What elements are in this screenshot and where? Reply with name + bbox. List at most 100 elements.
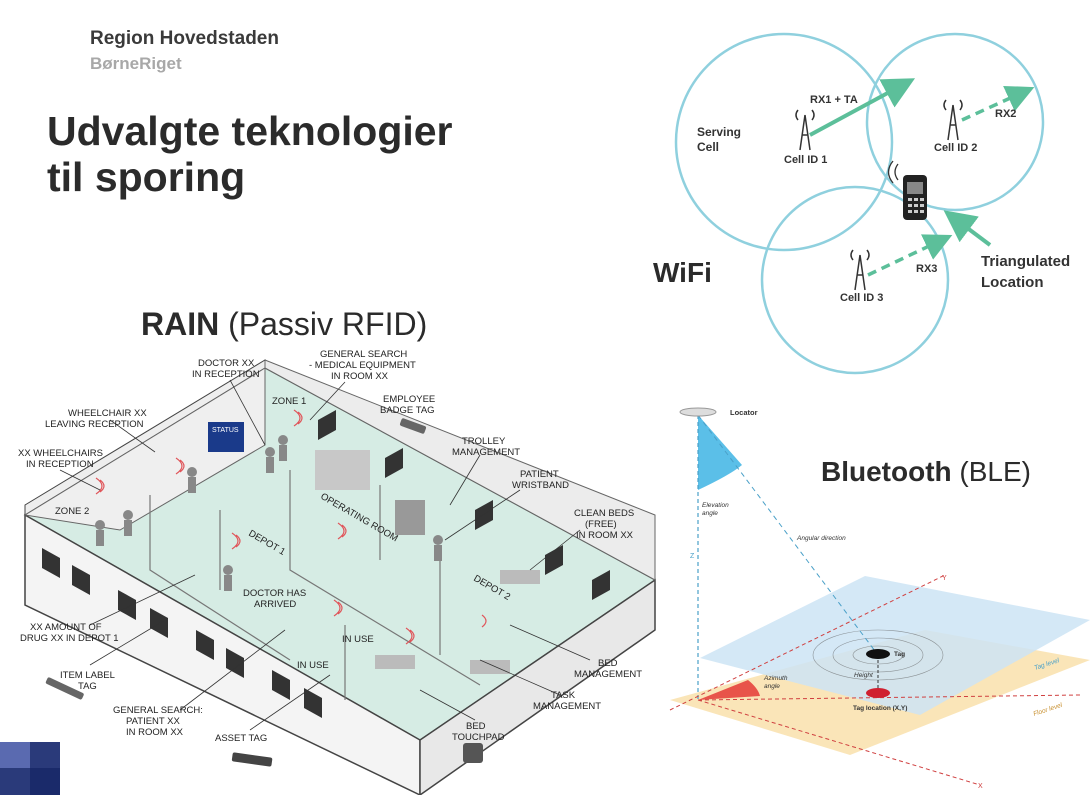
- cell-tower-3-icon: [850, 249, 870, 291]
- y-axis: [669, 574, 946, 711]
- callout-wheelchair-leaving-1: WHEELCHAIR XX: [68, 408, 147, 419]
- azimuth-reference-line: [697, 694, 1081, 701]
- tag-label: Tag: [894, 651, 905, 658]
- right-back-wall: [264, 359, 656, 581]
- wifi-triangulation-diagram: Serving Cell RX1 + TA RX2 RX3 Cell ID 1 …: [674, 32, 1070, 375]
- tag-location-label: Tag location (X,Y): [853, 705, 907, 712]
- cell-id-3-label: Cell ID 3: [840, 292, 883, 304]
- side-windows: [318, 410, 610, 600]
- azimuth-angle-wedge: [698, 680, 760, 700]
- rfid-signal-waves: [95, 409, 487, 645]
- callout-employee-1: EMPLOYEE: [383, 394, 435, 405]
- elevation-label-2: angle: [702, 510, 718, 517]
- tag-level-plane: [700, 576, 1090, 715]
- rx1-arrow: [809, 78, 916, 137]
- tag-location-icon: [866, 688, 890, 698]
- x-axis-label: X: [978, 783, 983, 790]
- callout-in-use-2: IN USE: [297, 660, 329, 671]
- callout-item-label-1: ITEM LABEL: [60, 670, 115, 681]
- callout-patient-search-1: GENERAL SEARCH:: [113, 705, 203, 716]
- callout-trolley-2: MANAGEMENT: [452, 447, 520, 458]
- cell-tower-1-icon: [795, 109, 815, 151]
- serving-cell-label-2: Cell: [697, 140, 719, 154]
- callout-general-search-1: GENERAL SEARCH: [320, 349, 407, 360]
- bed-touchpad-icon: [463, 743, 483, 763]
- y-axis-label: Y: [942, 575, 947, 582]
- callout-wheelchairs-1: XX WHEELCHAIRS: [18, 448, 103, 459]
- callout-bed-touchpad-2: TOUCHPAD: [452, 732, 505, 743]
- employee-badge-tag-icon: [399, 418, 427, 434]
- callout-wheelchair-leaving-2: LEAVING RECEPTION: [45, 419, 144, 430]
- asset-tag-icon: [231, 752, 273, 767]
- angular-direction-label: Angular direction: [796, 535, 846, 542]
- cell-id-2-label: Cell ID 2: [934, 142, 977, 154]
- callout-trolley-1: TROLLEY: [462, 436, 506, 447]
- callout-amount-drug-2: DRUG XX IN DEPOT 1: [20, 633, 119, 644]
- callout-leader-lines: [59, 379, 591, 731]
- triangulated-label-1: Triangulated: [981, 253, 1070, 270]
- callout-clean-beds-2: (FREE): [585, 519, 617, 530]
- slide-title: Udvalgte teknologier til sporing: [47, 108, 453, 200]
- callout-zone-1: ZONE 1: [272, 396, 306, 407]
- ble-heading: Bluetooth (BLE): [821, 456, 1031, 488]
- cell-tower-2-icon: [943, 99, 963, 141]
- callout-clean-beds-3: IN ROOM XX: [576, 530, 634, 541]
- serving-cell-label-1: Serving: [697, 125, 741, 139]
- callout-bed-management-1: BED: [598, 658, 618, 669]
- interior-walls: [149, 470, 481, 700]
- height-label: Height: [854, 672, 874, 679]
- wifi-heading: WiFi: [653, 257, 712, 288]
- callout-doctor-arrived-1: DOCTOR HAS: [243, 588, 306, 599]
- back-wall: [23, 367, 266, 531]
- locator-label: Locator: [730, 408, 758, 417]
- corner-logo-block: [0, 742, 60, 795]
- front-windows: [42, 548, 322, 718]
- callout-patient-wristband-1: PATIENT: [520, 469, 559, 480]
- callout-patient-search-3: IN ROOM XX: [126, 727, 184, 738]
- ble-heading-rest: (BLE): [951, 456, 1031, 487]
- locator-icon: [679, 407, 717, 417]
- azimuth-label-2: angle: [764, 683, 780, 690]
- slide-title-line-2: til sporing: [47, 154, 246, 200]
- callout-zone-2: ZONE 2: [55, 506, 89, 517]
- rfid-hospital-illustration: STATUS: [18, 349, 657, 795]
- callout-in-use-1: IN USE: [342, 634, 374, 645]
- ble-heading-bold: Bluetooth: [821, 456, 952, 487]
- callout-amount-drug-1: XX AMOUNT OF: [30, 622, 102, 633]
- callout-task-mgmt-2: MANAGEMENT: [533, 701, 601, 712]
- rx2-label: RX2: [995, 108, 1016, 120]
- callout-wheelchairs-2: IN RECEPTION: [26, 459, 94, 470]
- elevation-label-1: Elevation: [702, 502, 729, 509]
- callout-task-mgmt-1: TASK: [551, 690, 576, 701]
- callout-doctor-arrived-2: ARRIVED: [254, 599, 296, 610]
- rx3-label: RX3: [916, 263, 937, 275]
- azimuth-label-1: Azimuth: [763, 675, 788, 682]
- status-board: [208, 422, 244, 452]
- angular-direction-line: [697, 414, 879, 656]
- callout-doctor-reception-2: IN RECEPTION: [192, 369, 260, 380]
- callout-bed-touchpad-1: BED: [466, 721, 486, 732]
- callout-general-search-3: IN ROOM XX: [331, 371, 389, 382]
- rain-heading-bold: RAIN: [141, 306, 220, 342]
- item-label-tag-icon: [45, 677, 84, 700]
- organization-subtitle: BørneRiget: [90, 54, 182, 73]
- floor-level-label: Floor level: [1032, 702, 1063, 718]
- organization-name: Region Hovedstaden: [90, 28, 279, 49]
- cell-id-1-label: Cell ID 1: [784, 154, 827, 166]
- callout-patient-wristband-2: WRISTBAND: [512, 480, 569, 491]
- callout-bed-management-2: MANAGEMENT: [574, 669, 642, 680]
- rx1-label: RX1 + TA: [810, 94, 858, 106]
- status-board-label: STATUS: [212, 427, 239, 434]
- x-axis: [697, 699, 981, 786]
- people-and-equipment: [95, 435, 540, 674]
- callout-general-search-2: - MEDICAL EQUIPMENT: [309, 360, 416, 371]
- callout-item-label-2: TAG: [78, 681, 97, 692]
- callout-clean-beds-1: CLEAN BEDS: [574, 508, 634, 519]
- callout-patient-search-2: PATIENT XX: [126, 716, 181, 727]
- mobile-phone-icon: [887, 160, 927, 220]
- rain-heading: RAIN (Passiv RFID): [141, 306, 427, 343]
- cell-3-circle: [760, 185, 950, 375]
- tag-icon: [866, 649, 890, 659]
- side-wall: [419, 578, 656, 795]
- triangulated-arrow: [943, 210, 992, 247]
